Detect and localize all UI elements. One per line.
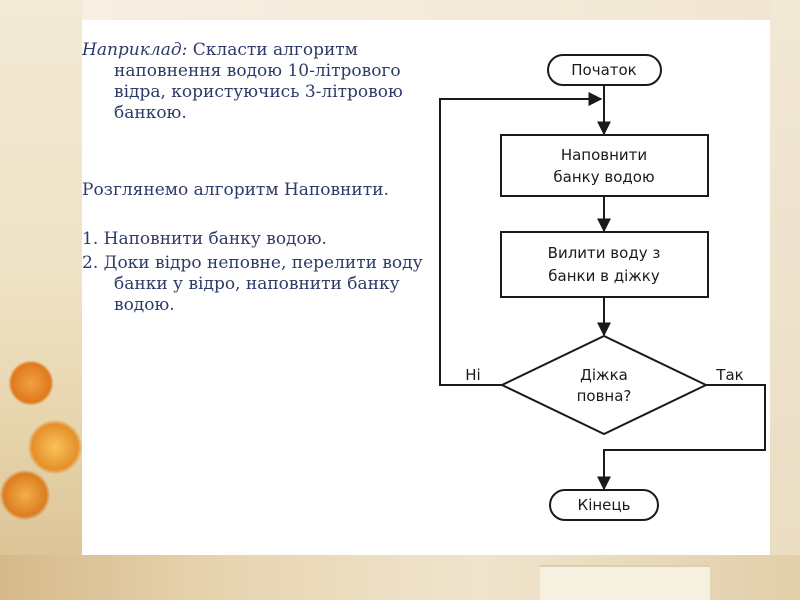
start-label: Початок bbox=[571, 61, 637, 79]
flower-decoration bbox=[8, 360, 54, 406]
flower-decoration bbox=[0, 470, 50, 520]
example-paragraph: Наприклад: Скласти алгоритм наповнення в… bbox=[82, 40, 454, 124]
process-fill-jar bbox=[500, 134, 709, 197]
decision-line1: Діжка bbox=[580, 366, 628, 384]
step-1: 1. Наповнити банку водою. bbox=[82, 229, 327, 249]
no-label: Ні bbox=[465, 366, 480, 384]
decorative-left-border bbox=[0, 0, 82, 600]
example-body: Скласти алгоритм наповнення водою 10-літ… bbox=[114, 40, 403, 123]
flowchart: Початок Наповнити банку водою Вилити вод… bbox=[425, 50, 770, 530]
box1-line1: Наповнити bbox=[561, 146, 647, 164]
end-terminal bbox=[549, 489, 659, 521]
connector-no-loop bbox=[439, 92, 603, 386]
end-label: Кінець bbox=[578, 496, 631, 514]
decorative-bottom-border bbox=[0, 555, 800, 600]
yes-label: Так bbox=[715, 366, 743, 384]
box2-line1: Вилити воду з bbox=[548, 244, 661, 262]
text-panel: Наприклад: Скласти алгоритм наповнення в… bbox=[82, 20, 437, 555]
book-decoration bbox=[540, 565, 710, 600]
intro-paragraph: Розглянемо алгоритм Наповнити. bbox=[82, 180, 389, 200]
process-pour-water bbox=[500, 231, 709, 298]
box2-line2: банки в діжку bbox=[548, 267, 660, 285]
step-2: 2. Доки відро неповне, перелити воду з б… bbox=[82, 253, 438, 315]
box1-line2: банку водою bbox=[553, 168, 654, 186]
decorative-top-band bbox=[82, 0, 800, 20]
flower-decoration bbox=[28, 420, 82, 474]
decorative-right-border bbox=[770, 0, 800, 600]
decision-line2: повна? bbox=[577, 387, 632, 405]
flowchart-svg: Початок Наповнити банку водою Вилити вод… bbox=[439, 54, 766, 521]
example-label: Наприклад: bbox=[82, 40, 188, 60]
decision-barrel-full bbox=[499, 334, 709, 436]
connector-yes-end bbox=[597, 384, 766, 491]
